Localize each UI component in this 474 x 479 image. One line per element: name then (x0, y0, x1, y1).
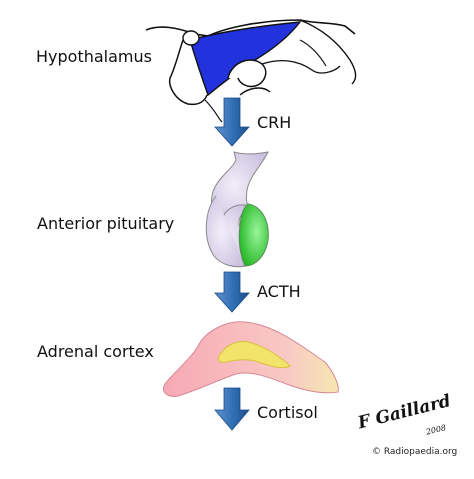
hypothalamus-illustration (145, 19, 357, 123)
label-acth: ACTH (257, 282, 301, 301)
label-hypothalamus: Hypothalamus (36, 47, 152, 66)
label-cortisol: Cortisol (257, 403, 318, 422)
arrow-acth (214, 271, 250, 313)
label-adrenal-cortex: Adrenal cortex (37, 342, 154, 361)
anterior-pituitary-illustration (205, 151, 269, 268)
credit-text: © Radiopaedia.org (372, 447, 458, 457)
label-anterior-pituitary: Anterior pituitary (37, 214, 175, 233)
adrenal-cortex-illustration (163, 321, 339, 397)
arrow-crh (214, 97, 250, 147)
label-crh: CRH (257, 113, 292, 132)
arrow-cortisol (214, 387, 250, 431)
